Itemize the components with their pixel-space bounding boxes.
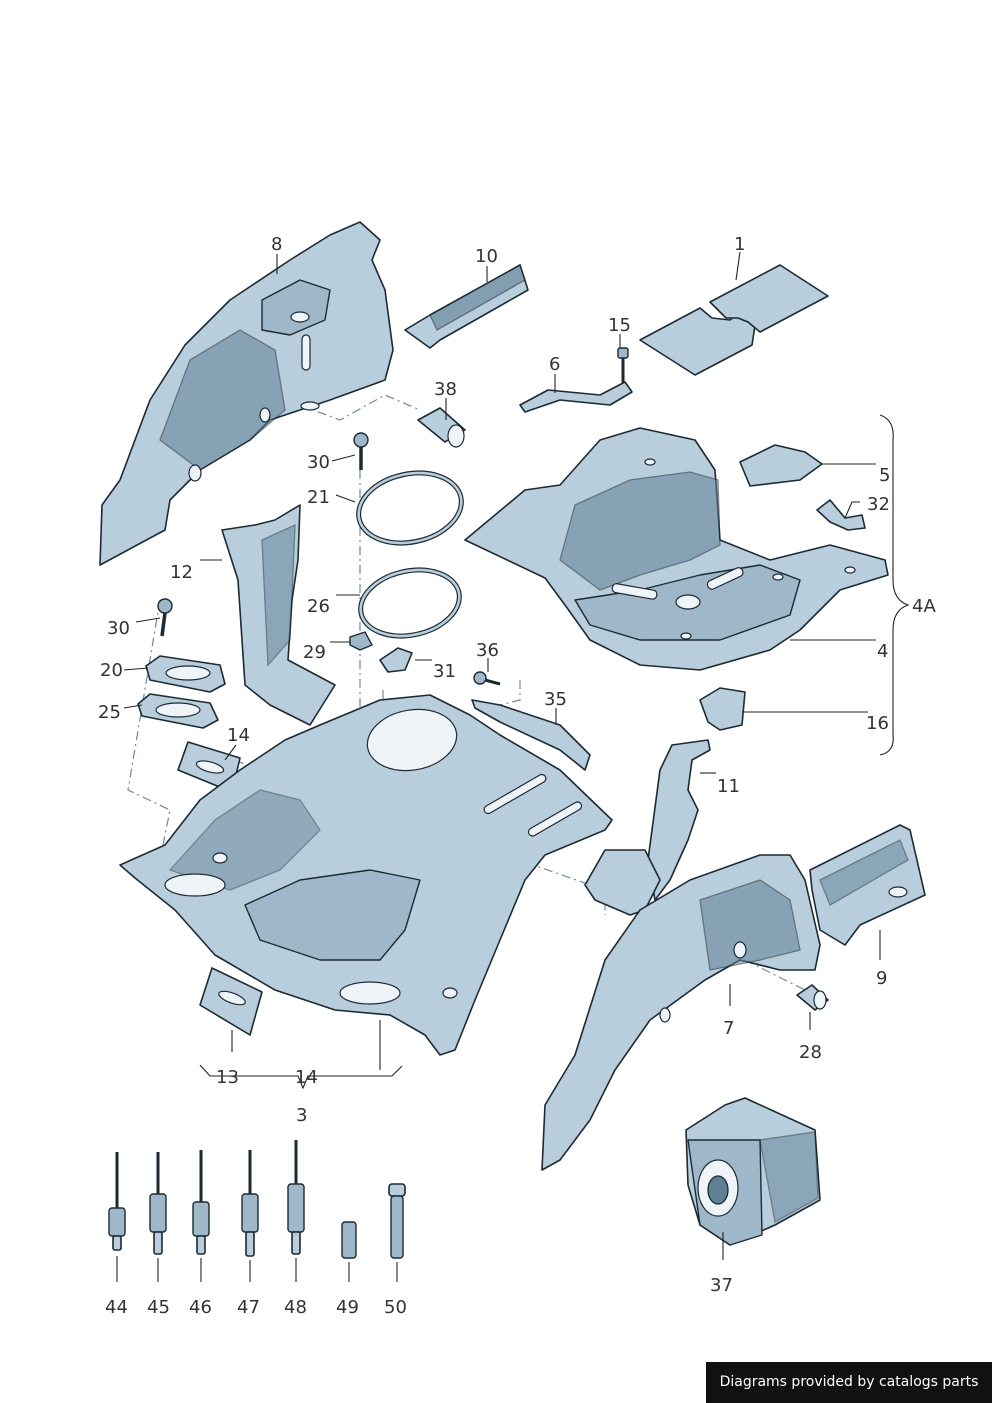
label-14-lower: 14 [295, 1067, 318, 1088]
part-28-bushing [796, 984, 829, 1011]
part-13-cover-lower [199, 967, 263, 1036]
label-28: 28 [799, 1042, 822, 1063]
label-3: 3 [296, 1105, 307, 1126]
label-32: 32 [867, 494, 890, 515]
label-36: 36 [476, 640, 499, 661]
part-number-labels: 8 10 1 15 6 38 5 32 4A 4 16 30 21 26 29 … [98, 234, 936, 1318]
label-1: 1 [734, 234, 745, 255]
label-9: 9 [876, 968, 887, 989]
label-35: 35 [544, 689, 567, 710]
part-46-rivet [192, 1150, 210, 1255]
part-48-rivet [287, 1140, 305, 1255]
label-44: 44 [105, 1297, 128, 1318]
label-14-upper: 14 [227, 725, 250, 746]
label-4: 4 [877, 641, 888, 662]
footer-credit: Diagrams provided by catalogs parts [706, 1362, 992, 1403]
part-49-pin [341, 1221, 357, 1259]
leader-lines [116, 251, 910, 1282]
part-11-member [584, 739, 711, 916]
label-13: 13 [216, 1067, 239, 1088]
label-50: 50 [384, 1297, 407, 1318]
part-7-wheelhouse-right [541, 854, 821, 1171]
label-5: 5 [879, 465, 890, 486]
part-6-strip [519, 381, 633, 413]
label-47: 47 [237, 1297, 260, 1318]
label-6: 6 [549, 354, 560, 375]
part-37-housing [685, 1097, 821, 1246]
label-38: 38 [434, 379, 457, 400]
part-36-bolt [473, 671, 501, 686]
part-38-bushing [417, 407, 466, 448]
part-1-floor-cover [639, 264, 829, 376]
part-8-wheelhouse-left [99, 221, 394, 566]
part-35-rail [471, 699, 591, 771]
label-48: 48 [284, 1297, 307, 1318]
part-9-support [809, 824, 926, 946]
part-16-bracket [699, 687, 746, 731]
label-11: 11 [717, 776, 740, 797]
part-50-bolt [388, 1183, 406, 1259]
part-30-screw-lower [157, 598, 173, 637]
label-46: 46 [189, 1297, 212, 1318]
label-25: 25 [98, 702, 121, 723]
part-44-rivet [108, 1152, 126, 1251]
label-7: 7 [723, 1018, 734, 1039]
part-14-cover-upper [177, 741, 241, 793]
label-12: 12 [170, 562, 193, 583]
label-31: 31 [433, 661, 456, 682]
part-21-seal-ring [356, 470, 464, 546]
part-25-gasket [137, 693, 219, 729]
part-30-screw-upper [353, 432, 369, 470]
part-3-floor-pan [119, 694, 613, 1056]
part-45-rivet [149, 1152, 167, 1255]
part-32-clip [816, 499, 866, 531]
label-29: 29 [303, 642, 326, 663]
part-20-plate [145, 655, 226, 693]
part-12-side-member [221, 504, 336, 726]
label-15: 15 [608, 315, 631, 336]
part-10-bracket [404, 264, 529, 349]
part-29-nut [349, 631, 373, 651]
part-4-spare-wheel-well [464, 427, 889, 671]
label-37: 37 [710, 1275, 733, 1296]
label-10: 10 [475, 246, 498, 267]
part-31-pad [379, 647, 413, 673]
label-30-upper: 30 [307, 452, 330, 473]
label-16: 16 [866, 713, 889, 734]
label-49: 49 [336, 1297, 359, 1318]
label-26: 26 [307, 596, 330, 617]
part-15-screw [617, 347, 629, 384]
label-8: 8 [271, 234, 282, 255]
label-21: 21 [307, 487, 330, 508]
label-30-lower: 30 [107, 618, 130, 639]
part-47-rivet [241, 1150, 259, 1257]
part-5-bracket [739, 444, 823, 487]
label-20: 20 [100, 660, 123, 681]
part-26-seal-ring [358, 567, 462, 639]
label-4a: 4A [912, 596, 936, 617]
label-45: 45 [147, 1297, 170, 1318]
